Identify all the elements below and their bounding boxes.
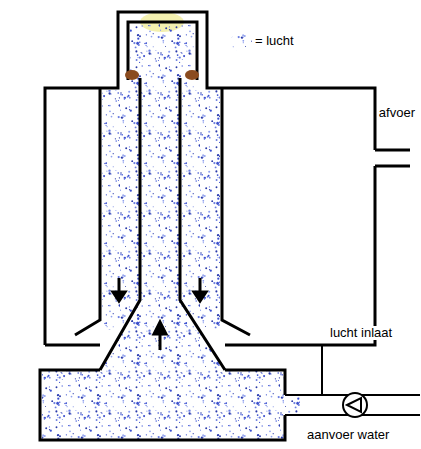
air-fill xyxy=(42,24,300,439)
legend-text: = lucht xyxy=(255,34,294,48)
flow-arrow xyxy=(113,278,206,350)
deposit xyxy=(125,70,199,80)
part-label: lucht inlaat xyxy=(328,326,394,340)
walls xyxy=(40,12,410,440)
pump-symbol xyxy=(343,393,367,417)
part-label: afvoer xyxy=(377,106,417,120)
legend-swatch xyxy=(230,33,252,51)
part-label: aanvoer water xyxy=(305,428,391,442)
